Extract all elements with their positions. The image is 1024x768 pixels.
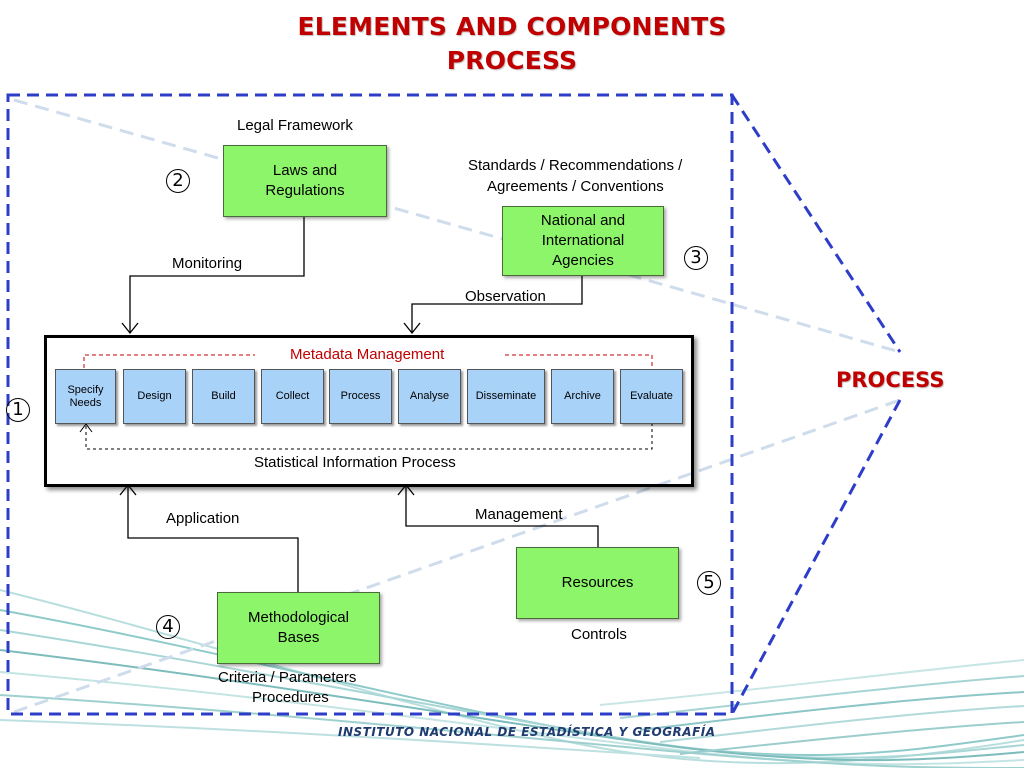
number-1-icon: 1: [6, 398, 30, 422]
statistical-information-process-label: Statistical Information Process: [254, 454, 456, 471]
statistical-process-frame: [44, 335, 694, 487]
page-title-line-2: PROCESS: [446, 46, 578, 75]
page-title-line-1: ELEMENTS AND COMPONENTS: [297, 12, 727, 41]
laws-and-regulations-box: Laws and Regulations: [223, 145, 387, 217]
methodological-bases-box: Methodological Bases: [217, 592, 380, 664]
footer-institute-name: INSTITUTO NACIONAL DE ESTADÍSTICA Y GEOG…: [338, 725, 716, 739]
number-3-icon: 3: [684, 246, 708, 270]
controls-label: Controls: [571, 626, 627, 643]
step-process: Process: [329, 369, 392, 424]
metadata-management-label: Metadata Management: [284, 346, 451, 363]
decorative-waves: [0, 589, 1024, 768]
connector-lines: [119, 216, 599, 593]
standards-label-line-1: Standards / Recommendations /: [468, 157, 683, 174]
projection-lines: [13, 98, 901, 714]
monitoring-label: Monitoring: [172, 255, 243, 272]
number-5-icon: 5: [697, 571, 721, 595]
criteria-label-line-1: Criteria / Parameters: [218, 669, 357, 686]
number-4-icon: 4: [156, 615, 180, 639]
step-disseminate: Disseminate: [467, 369, 545, 424]
metadata-dashed-loop: [83, 354, 653, 368]
side-process-label: PROCESS: [836, 368, 945, 392]
observation-label: Observation: [465, 288, 546, 305]
legal-framework-label: Legal Framework: [237, 117, 353, 134]
step-design: Design: [123, 369, 186, 424]
feedback-dashed-loop: [79, 423, 653, 450]
resources-box: Resources: [516, 547, 679, 619]
application-label: Application: [166, 510, 240, 527]
standards-label-line-2: Agreements / Conventions: [487, 178, 664, 195]
step-archive: Archive: [551, 369, 614, 424]
step-evaluate: Evaluate: [620, 369, 683, 424]
criteria-label-line-2: Procedures: [252, 689, 329, 706]
step-specify-needs: Specify Needs: [55, 369, 116, 424]
national-international-agencies-box: National and International Agencies: [502, 206, 664, 276]
step-collect: Collect: [261, 369, 324, 424]
management-label: Management: [475, 506, 563, 523]
step-analyse: Analyse: [398, 369, 461, 424]
step-build: Build: [192, 369, 255, 424]
number-2-icon: 2: [166, 169, 190, 193]
